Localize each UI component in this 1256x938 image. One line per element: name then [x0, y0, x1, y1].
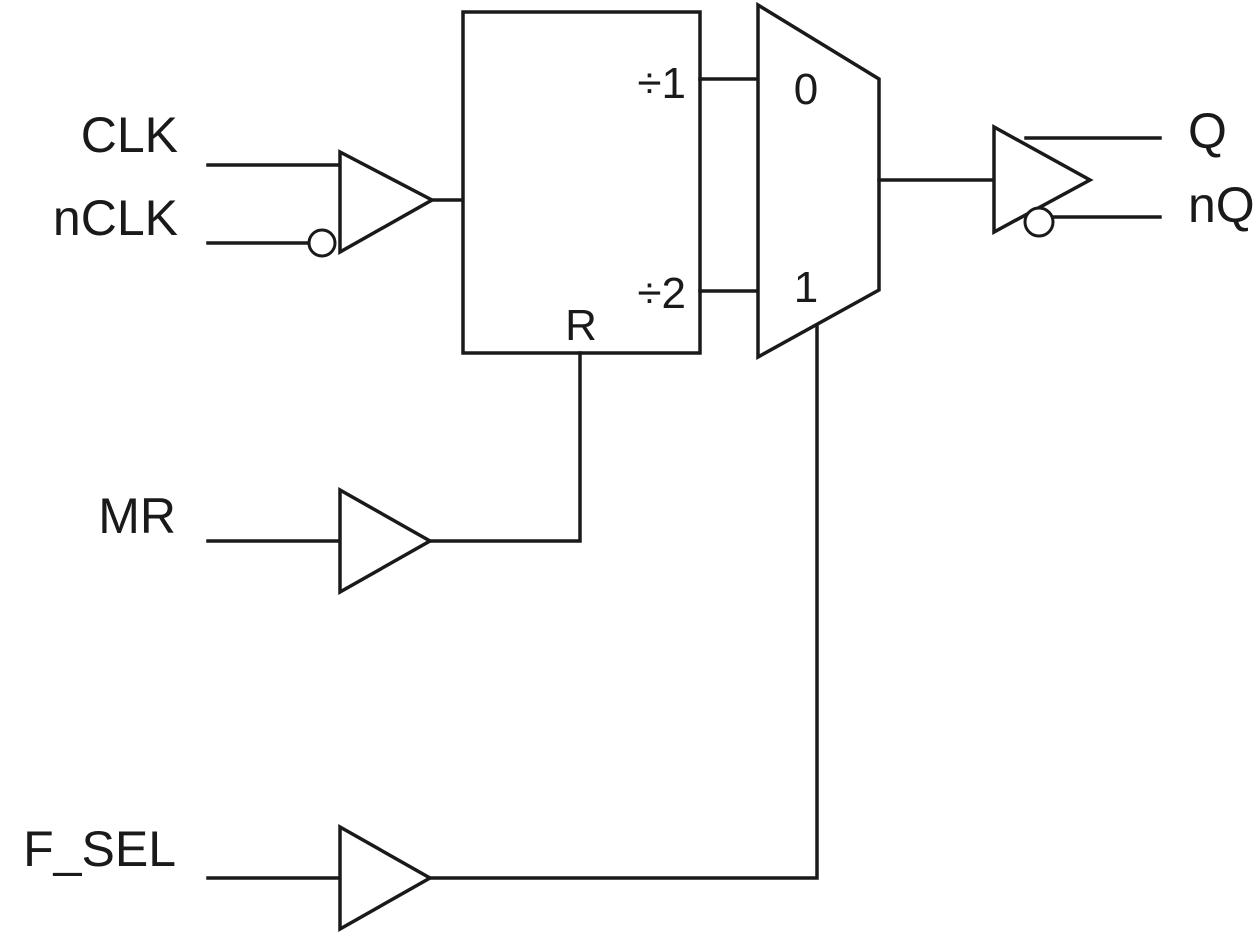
output-mux [756, 1, 881, 360]
divider-block [461, 10, 702, 355]
clk-input-buffer [338, 149, 436, 255]
mr-label: MR [98, 488, 176, 544]
output-buffer [992, 124, 1094, 235]
mux-input-0-label: 0 [794, 65, 818, 114]
nclk-label: nCLK [53, 190, 178, 246]
mr-to-reset-wire [428, 351, 582, 543]
reset-port-label: R [565, 301, 597, 350]
mr-input-buffer [338, 486, 434, 596]
mux-input-1-label: 1 [794, 263, 818, 312]
fsel-input-buffer [338, 823, 434, 933]
q-label: Q [1188, 103, 1227, 159]
fsel-label: F_SEL [23, 821, 176, 877]
fsel-to-mux-select-wire [428, 324, 819, 880]
nq-label: nQ [1188, 177, 1255, 233]
clk-label: CLK [81, 107, 178, 163]
nq-inversion-bubble [1023, 206, 1055, 238]
div1-port-label: ÷1 [637, 59, 686, 108]
div2-port-label: ÷2 [637, 269, 686, 318]
nclk-inversion-bubble [307, 228, 337, 258]
